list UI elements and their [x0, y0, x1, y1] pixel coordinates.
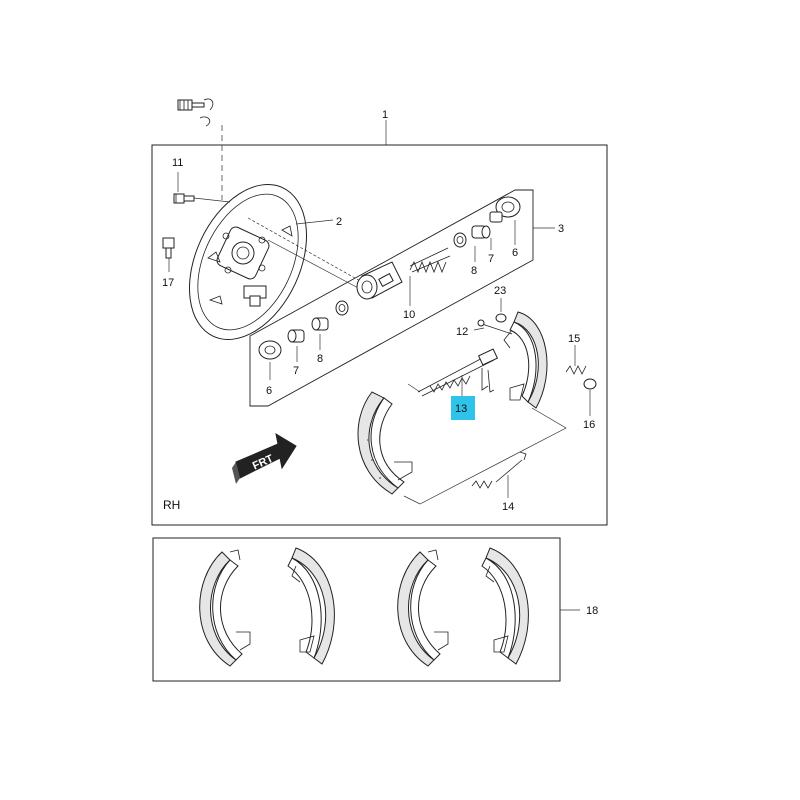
- callout-2: 2: [336, 216, 342, 228]
- callout-13-highlight: [451, 396, 475, 420]
- callout-11: 11: [172, 157, 183, 169]
- shoe-set-item-2: [287, 547, 335, 665]
- piston-upper: [471, 225, 491, 239]
- hold-down-pin: [477, 319, 513, 335]
- adjuster-strut: [417, 348, 499, 397]
- brake-shoe-right: [503, 311, 548, 409]
- callout-7-upper: 7: [488, 253, 494, 265]
- front-arrow-icon: [232, 432, 297, 484]
- callout-8-lower: 8: [317, 353, 323, 365]
- shoe-set-item-1: [199, 549, 251, 667]
- callout-13: 13: [455, 403, 467, 415]
- hold-down-spring: [565, 365, 597, 390]
- boot-lower: [258, 340, 282, 360]
- top-bolt-icon: [177, 98, 214, 127]
- wheel-cylinder-group-frame: [249, 189, 534, 407]
- callout-10: 10: [403, 309, 415, 321]
- callout-18: 18: [586, 605, 598, 617]
- callout-8-upper: 8: [471, 265, 477, 277]
- piston-cup-upper: [453, 232, 467, 248]
- callout-14: 14: [502, 501, 514, 513]
- shoe-set-frame: [152, 537, 561, 682]
- callout-6-upper: 6: [512, 247, 518, 259]
- callout-12: 12: [456, 326, 468, 338]
- callout-16: 16: [583, 419, 595, 431]
- brake-shoe-left: [357, 391, 413, 495]
- side-label: RH: [163, 498, 180, 512]
- wheel-cylinder-body: [356, 261, 403, 300]
- piston-lower: [311, 317, 329, 331]
- shoe-set-item-4: [481, 547, 529, 665]
- callout-1: 1: [382, 109, 388, 121]
- piston-lower-2: [287, 329, 305, 343]
- bolt-17-icon: [162, 237, 175, 259]
- backing-plate: [189, 184, 307, 340]
- callout-15: 15: [568, 333, 580, 345]
- callout-3: 3: [558, 223, 564, 235]
- callout-17: 17: [162, 277, 174, 289]
- callout-6-lower: 6: [266, 385, 272, 397]
- bolt-11-icon: [173, 193, 195, 204]
- piston-cup-lower: [335, 300, 349, 316]
- rh-assembly-frame: [151, 144, 608, 526]
- shoe-set-item-3: [397, 549, 449, 667]
- callout-7-lower: 7: [293, 365, 299, 377]
- cylinder-spring: [409, 247, 451, 274]
- callout-23: 23: [494, 285, 506, 297]
- return-spring: [471, 451, 527, 489]
- boot-upper: [489, 196, 521, 223]
- clip-23-icon: [495, 313, 507, 323]
